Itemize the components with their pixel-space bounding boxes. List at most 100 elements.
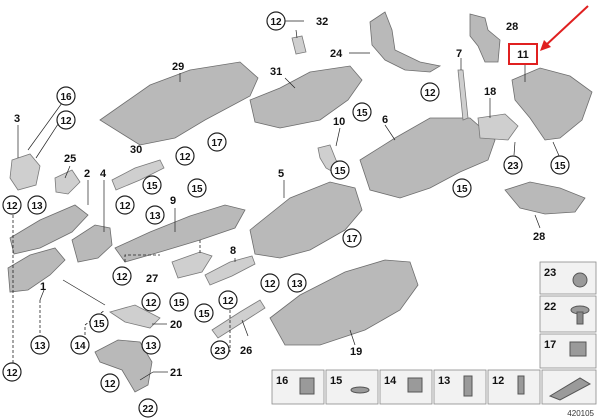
callout-12[interactable]: 12 bbox=[141, 292, 161, 312]
legend-cell-14 bbox=[379, 369, 433, 405]
callout-13[interactable]: 13 bbox=[145, 205, 165, 225]
callout-circles: 12 16 12 15 12 15 12 17 23 15 12 13 15 1… bbox=[2, 11, 570, 418]
svg-text:12: 12 bbox=[179, 152, 191, 163]
part-2-shield bbox=[9, 204, 89, 255]
label-28-top: 28 bbox=[506, 21, 518, 33]
washer-nut-icon bbox=[350, 386, 370, 394]
hex-nut-icon bbox=[299, 377, 315, 395]
svg-text:13: 13 bbox=[149, 211, 161, 222]
part-25-bracket bbox=[54, 169, 81, 195]
callout-22[interactable]: 22 bbox=[138, 398, 158, 418]
callout-17[interactable]: 17 bbox=[207, 132, 227, 152]
part-28-top-bracket bbox=[469, 13, 501, 63]
highlighted-callout-11[interactable]: 11 bbox=[508, 43, 538, 65]
callout-23[interactable]: 23 bbox=[210, 340, 230, 360]
callout-12[interactable]: 12 bbox=[100, 373, 120, 393]
callout-15[interactable]: 15 bbox=[169, 292, 189, 312]
part-4-shield bbox=[71, 224, 113, 263]
label-32: 32 bbox=[316, 16, 328, 28]
label-2: 2 bbox=[84, 168, 90, 180]
svg-text:12: 12 bbox=[424, 88, 436, 99]
callout-15[interactable]: 15 bbox=[187, 178, 207, 198]
callout-23[interactable]: 23 bbox=[503, 155, 523, 175]
legend-label-13: 13 bbox=[438, 375, 450, 387]
part-9-strip bbox=[114, 204, 246, 263]
svg-text:14: 14 bbox=[74, 341, 86, 352]
callout-14[interactable]: 14 bbox=[70, 335, 90, 355]
clip-nut-icon bbox=[407, 377, 423, 393]
legend-cell-22 bbox=[539, 295, 597, 333]
label-8: 8 bbox=[230, 245, 236, 257]
svg-text:17: 17 bbox=[211, 138, 223, 149]
svg-text:23: 23 bbox=[214, 346, 226, 357]
callout-12[interactable]: 12 bbox=[56, 110, 76, 130]
label-7: 7 bbox=[456, 48, 462, 60]
callout-15[interactable]: 15 bbox=[550, 155, 570, 175]
part-29-shield bbox=[99, 61, 259, 146]
callout-15[interactable]: 15 bbox=[452, 178, 472, 198]
part-28-lower-shield bbox=[504, 181, 586, 215]
callout-15[interactable]: 15 bbox=[89, 313, 109, 333]
callout-12[interactable]: 12 bbox=[218, 290, 238, 310]
label-5: 5 bbox=[278, 168, 284, 180]
label-6: 6 bbox=[382, 114, 388, 126]
label-25: 25 bbox=[64, 153, 76, 165]
part-24-shield bbox=[369, 11, 442, 73]
part-20-bracket bbox=[109, 304, 161, 329]
callout-15[interactable]: 15 bbox=[142, 175, 162, 195]
legend-label-14: 14 bbox=[384, 375, 397, 387]
fastener-legend: 23 22 17 16 15 14 13 12 bbox=[271, 261, 597, 405]
label-26: 26 bbox=[240, 345, 252, 357]
sealing-strip-icon bbox=[548, 377, 592, 401]
callout-12[interactable]: 12 bbox=[260, 273, 280, 293]
svg-text:16: 16 bbox=[60, 92, 72, 103]
callout-12[interactable]: 12 bbox=[175, 146, 195, 166]
part-27-bracket bbox=[171, 251, 213, 279]
legend-label-12: 12 bbox=[492, 375, 504, 387]
callout-17[interactable]: 17 bbox=[342, 228, 362, 248]
part-3-bracket bbox=[9, 153, 41, 191]
svg-text:15: 15 bbox=[93, 319, 105, 330]
part-11-shield bbox=[511, 67, 593, 141]
svg-text:15: 15 bbox=[198, 309, 210, 320]
callout-13[interactable]: 13 bbox=[141, 335, 161, 355]
plain-labels: 32 24 28 7 29 31 3 18 10 6 25 30 2 4 5 9… bbox=[14, 16, 545, 379]
callout-12[interactable]: 12 bbox=[420, 82, 440, 102]
label-9: 9 bbox=[170, 195, 176, 207]
svg-text:15: 15 bbox=[146, 181, 158, 192]
callout-12[interactable]: 12 bbox=[2, 362, 22, 382]
label-28-mid: 28 bbox=[533, 231, 545, 243]
callout-15[interactable]: 15 bbox=[352, 102, 372, 122]
legend-cell-17 bbox=[539, 333, 597, 369]
callout-13[interactable]: 13 bbox=[287, 273, 307, 293]
callout-13[interactable]: 13 bbox=[27, 195, 47, 215]
callout-12[interactable]: 12 bbox=[2, 195, 22, 215]
stud-bolt-icon bbox=[463, 375, 473, 397]
part-19-shield bbox=[269, 259, 419, 346]
callout-12[interactable]: 12 bbox=[115, 195, 135, 215]
label-24: 24 bbox=[330, 48, 343, 60]
callout-15[interactable]: 15 bbox=[194, 303, 214, 323]
callout-12[interactable]: 12 bbox=[112, 266, 132, 286]
callout-12[interactable]: 12 bbox=[266, 11, 286, 31]
part-32-clip bbox=[291, 35, 307, 55]
part-6-shield bbox=[359, 117, 496, 199]
callout-16[interactable]: 16 bbox=[56, 86, 76, 106]
legend-cell-12 bbox=[487, 369, 541, 405]
label-31: 31 bbox=[270, 66, 282, 78]
diagram-reference-number: 420105 bbox=[567, 409, 594, 418]
part-shapes bbox=[7, 11, 593, 393]
callout-13[interactable]: 13 bbox=[30, 335, 50, 355]
part-31-shield bbox=[249, 65, 363, 129]
svg-text:13: 13 bbox=[291, 279, 303, 290]
label-10: 10 bbox=[333, 116, 345, 128]
callout-15[interactable]: 15 bbox=[330, 160, 350, 180]
label-19: 19 bbox=[350, 346, 362, 358]
svg-text:12: 12 bbox=[6, 201, 18, 212]
part-8-bracket bbox=[204, 255, 256, 286]
label-20: 20 bbox=[170, 319, 182, 331]
svg-text:12: 12 bbox=[119, 201, 131, 212]
svg-text:15: 15 bbox=[456, 184, 468, 195]
